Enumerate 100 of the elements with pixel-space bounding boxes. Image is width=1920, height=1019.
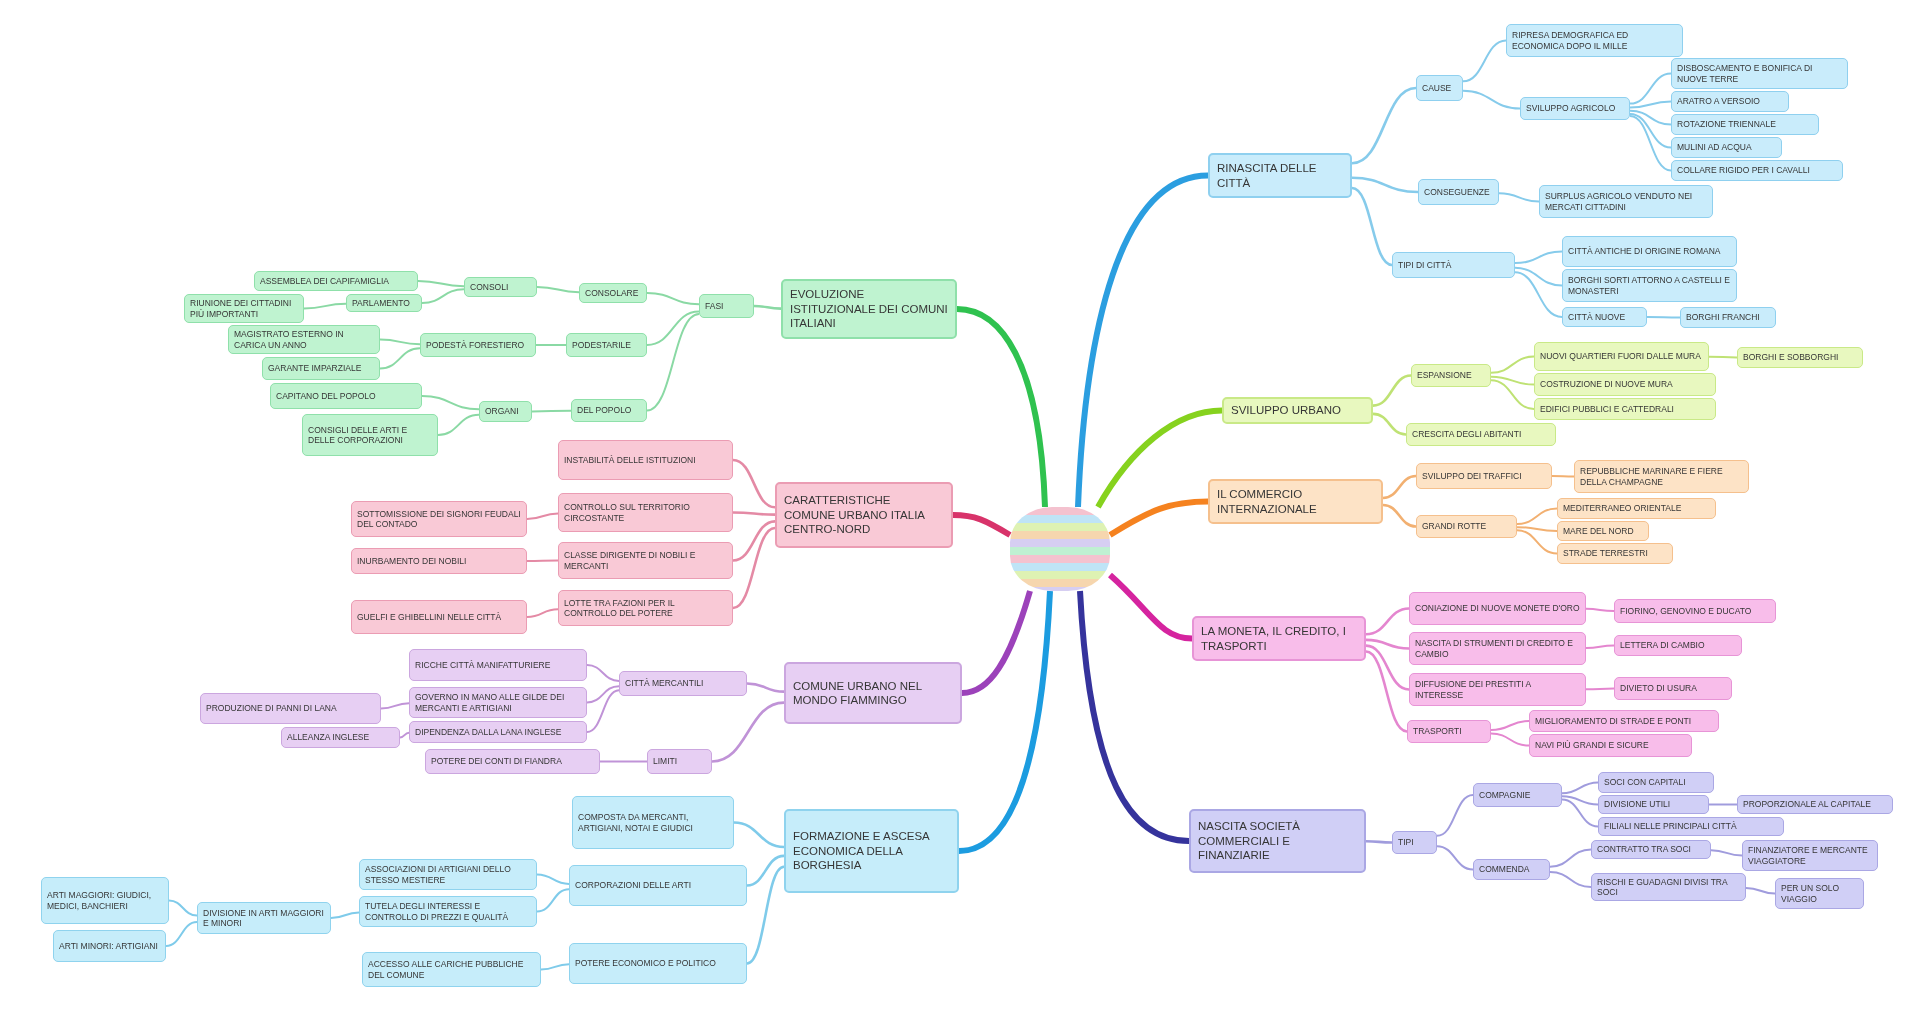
detail-node: STRADE TERRESTRI [1557, 543, 1673, 564]
detail-node: COSTRUZIONE DI NUOVE MURA [1534, 373, 1716, 396]
connector-line [531, 409, 572, 413]
detail-node: DIVIETO DI USURA [1614, 677, 1732, 700]
connector-line [421, 288, 465, 304]
connector-line [1382, 503, 1417, 528]
detail-node: DISBOSCAMENTO E BONIFICA DI NUOVE TERRE [1671, 58, 1848, 89]
subtopic-node: CORPORAZIONI DELLE ARTI [569, 865, 747, 906]
connector-line [1561, 795, 1599, 806]
main-topic-node: COMUNE URBANO NEL MONDO FIAMMINGO [784, 662, 962, 724]
subtopic-node: POTERE ECONOMICO E POLITICO [569, 943, 747, 984]
connector-line [526, 608, 559, 618]
detail-node: RISCHI E GUADAGNI DIVISI TRA SOCI [1591, 873, 1746, 901]
picture-placeholder [1010, 507, 1110, 591]
connector-line [1365, 644, 1410, 691]
connector-line [1710, 849, 1743, 857]
subtopic-node: TIPI DI CITTÀ [1392, 252, 1515, 278]
connector-line [1708, 355, 1738, 359]
connector-line [746, 854, 785, 887]
detail-node: PODESTARILE [566, 333, 647, 357]
detail-node: FIORINO, GENOVINO E DUCATO [1614, 599, 1776, 623]
detail-node: PER UN SOLO VIAGGIO [1775, 878, 1864, 909]
detail-node: PROPORZIONALE AL CAPITALE [1737, 795, 1893, 814]
connector-line [733, 821, 785, 849]
detail-node: PRODUZIONE DI PANNI DI LANA [200, 693, 381, 724]
detail-node: SURPLUS AGRICOLO VENDUTO NEI MERCATI CITTADINI [1539, 185, 1713, 218]
detail-node: ARTI MAGGIORI: GIUDICI, MEDICI, BANCHIERI [41, 877, 169, 924]
connector-line [168, 899, 198, 917]
connector-line [1549, 848, 1592, 868]
connector-line [1516, 507, 1558, 525]
connector-line [1372, 374, 1412, 407]
detail-node: CITTÀ NUOVE [1562, 307, 1647, 327]
branch-line [1075, 172, 1209, 508]
main-topic-node: EVOLUZIONE ISTITUZIONALE DEI COMUNI ITALIANI [781, 279, 957, 339]
connector-line [1551, 475, 1575, 478]
detail-node: DIPENDENZA DALLA LANA INGLESE [409, 721, 587, 743]
main-topic-node: LA MONETA, IL CREDITO, I TRASPORTI [1192, 616, 1366, 661]
detail-node: RICCHE CITTÀ MANIFATTURIERE [409, 649, 587, 681]
detail-node: TUTELA DEGLI INTERESSI E CONTROLLO DI PREZZI E QUALITÀ [359, 896, 537, 927]
detail-node: CONSOLARE [579, 283, 647, 303]
subtopic-node: DIFFUSIONE DEI PRESTITI A INTERESSE [1409, 673, 1586, 706]
subtopic-node: CLASSE DIRIGENTE DI NOBILI E MERCANTI [558, 542, 733, 579]
subtopic-node: CONTROLLO SUL TERRITORIO CIRCOSTANTE [558, 493, 733, 532]
detail-node: ASSOCIAZIONI DI ARTIGIANI DELLO STESSO MESTIERE [359, 859, 537, 890]
detail-node: CITTÀ ANTICHE DI ORIGINE ROMANA [1562, 236, 1737, 267]
subtopic-node: CONSEGUENZE [1418, 179, 1499, 205]
connector-line [303, 302, 347, 310]
connector-line [646, 313, 700, 412]
detail-node: MULINI AD ACQUA [1671, 137, 1782, 158]
connector-line [646, 292, 700, 306]
detail-node: BORGHI FRANCHI [1680, 307, 1776, 328]
connector-line [379, 347, 421, 370]
connector-line [437, 413, 480, 436]
main-topic-node: FORMAZIONE E ASCESA ECONOMICA DELLA BORGHESIA [784, 809, 959, 893]
connector-line [1516, 529, 1558, 555]
subtopic-node: CITTÀ MERCANTILI [619, 671, 747, 696]
connector-line [1372, 412, 1407, 436]
detail-node: POTERE DEI CONTI DI FIANDRA [425, 749, 600, 774]
detail-node: CONTRATTO TRA SOCI [1591, 840, 1711, 859]
detail-node: ROTAZIONE TRIENNALE [1671, 114, 1819, 135]
connector-line [1549, 870, 1592, 888]
branch-line [1107, 572, 1193, 642]
detail-node: RIUNIONE DEI CITTADINI PIÙ IMPORTANTI [184, 294, 304, 323]
detail-node: MEDITERRANEO ORIENTALE [1557, 498, 1716, 519]
detail-node: MARE DEL NORD [1557, 521, 1649, 541]
detail-node: GOVERNO IN MANO ALLE GILDE DEI MERCANTI E ARTIGIANI [409, 687, 587, 718]
detail-node: BORGHI E SOBBORGHI [1737, 347, 1863, 368]
connector-line [330, 911, 360, 919]
connector-line [165, 920, 198, 947]
main-topic-node: IL COMMERCIO INTERNAZIONALE [1208, 479, 1383, 524]
connector-line [399, 731, 410, 739]
connector-line [732, 520, 776, 562]
detail-node: COLLARE RIGIDO PER I CAVALLI [1671, 160, 1843, 181]
detail-node: COMMENDA [1473, 859, 1550, 880]
connector-line [526, 559, 559, 562]
branch-line [961, 590, 1033, 696]
detail-node: SVILUPPO AGRICOLO [1520, 97, 1630, 120]
subtopic-node: GRANDI ROTTE [1416, 515, 1517, 538]
connector-line [732, 526, 776, 610]
main-topic-node: CARATTERISTICHE COMUNE URBANO ITALIA CENTRO-NORD [775, 482, 953, 548]
connector-line [1365, 638, 1410, 650]
connector-line [733, 511, 775, 516]
connector-line [1629, 109, 1672, 126]
connector-line [536, 873, 570, 885]
connector-line [421, 395, 480, 411]
branch-line [958, 590, 1053, 854]
detail-node: COMPAGNIE [1473, 783, 1562, 807]
subtopic-node: CRESCITA DEGLI ABITANTI [1406, 423, 1556, 446]
detail-node: GUELFI E GHIBELLINI NELLE CITTÀ [351, 600, 527, 634]
connector-line [1436, 845, 1474, 871]
subtopic-node: ESPANSIONE [1411, 364, 1491, 387]
subtopic-node: FASI [699, 294, 754, 318]
detail-node: SOCI CON CAPITALI [1598, 772, 1714, 793]
connector-line [380, 702, 410, 710]
detail-node: EDIFICI PUBBLICI E CATTEDRALI [1534, 398, 1716, 420]
branch-line [952, 512, 1012, 538]
connector-line [1585, 607, 1615, 612]
connector-line [1498, 192, 1540, 203]
branch-line [1108, 498, 1209, 538]
connector-line [1436, 794, 1474, 837]
